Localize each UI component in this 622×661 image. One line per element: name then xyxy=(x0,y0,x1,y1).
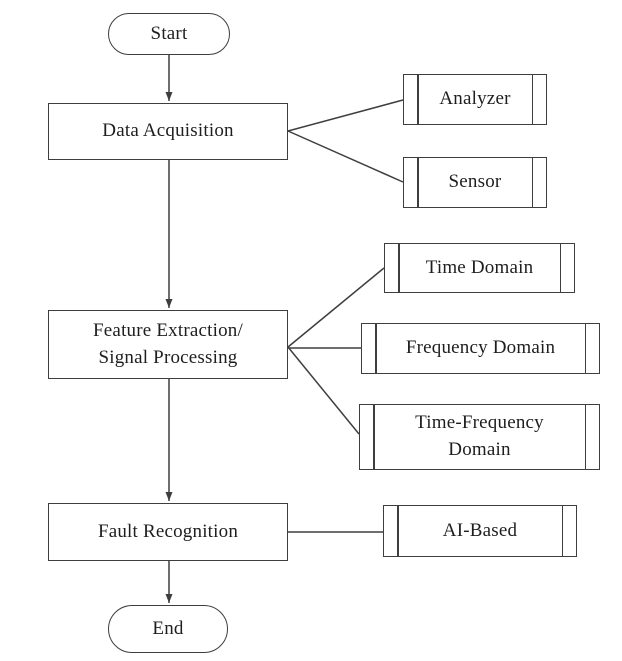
predefined-bar-left xyxy=(417,158,419,207)
node-time-frequency-domain-label-line2: Domain xyxy=(448,439,511,460)
predefined-bar-right xyxy=(561,506,563,556)
node-time-domain: Time Domain xyxy=(384,243,575,293)
node-feature-extraction-label-line1: Feature Extraction/ xyxy=(93,319,243,341)
node-time-frequency-domain: Time-Frequency Domain xyxy=(359,404,600,470)
node-sensor: Sensor xyxy=(403,157,547,208)
predefined-bar-right xyxy=(584,405,586,469)
node-time-domain-label: Time Domain xyxy=(425,256,534,278)
node-data-acquisition: Data Acquisition xyxy=(48,103,288,160)
predefined-bar-left xyxy=(397,506,399,556)
node-end: End xyxy=(108,605,228,653)
node-data-acquisition-label: Data Acquisition xyxy=(102,120,234,142)
edge-data-acquisition-to-analyzer xyxy=(287,99,404,132)
node-time-frequency-domain-label-line1: Time-Frequency xyxy=(415,412,544,434)
node-feature-extraction-label-line2: Signal Processing xyxy=(98,346,238,368)
node-frequency-domain-label: Frequency Domain xyxy=(405,337,556,359)
node-end-label: End xyxy=(152,617,184,639)
predefined-bar-right xyxy=(531,158,533,207)
node-analyzer: Analyzer xyxy=(403,74,547,125)
predefined-bar-left xyxy=(375,324,377,373)
node-fault-recognition-label: Fault Recognition xyxy=(97,520,239,542)
predefined-bar-left xyxy=(417,75,419,124)
node-sensor-label: Sensor xyxy=(448,171,502,193)
predefined-bar-right xyxy=(584,324,586,373)
node-start-label: Start xyxy=(150,22,188,44)
node-ai-based: AI-Based xyxy=(383,505,577,557)
edge-feature-extraction-to-time-frequency-domain xyxy=(287,346,360,435)
predefined-bar-right xyxy=(559,244,561,292)
predefined-bar-left xyxy=(373,405,375,469)
predefined-bar-left xyxy=(398,244,400,292)
edge-data-acquisition-to-sensor xyxy=(287,130,404,183)
predefined-bar-right xyxy=(531,75,533,124)
edge-feature-extraction-to-time-domain xyxy=(287,267,385,348)
node-feature-extraction: Feature Extraction/ Signal Processing xyxy=(48,310,288,379)
node-fault-recognition: Fault Recognition xyxy=(48,503,288,561)
node-start: Start xyxy=(108,13,230,55)
node-frequency-domain: Frequency Domain xyxy=(361,323,600,374)
node-ai-based-label: AI-Based xyxy=(442,519,518,541)
node-analyzer-label: Analyzer xyxy=(439,88,511,110)
